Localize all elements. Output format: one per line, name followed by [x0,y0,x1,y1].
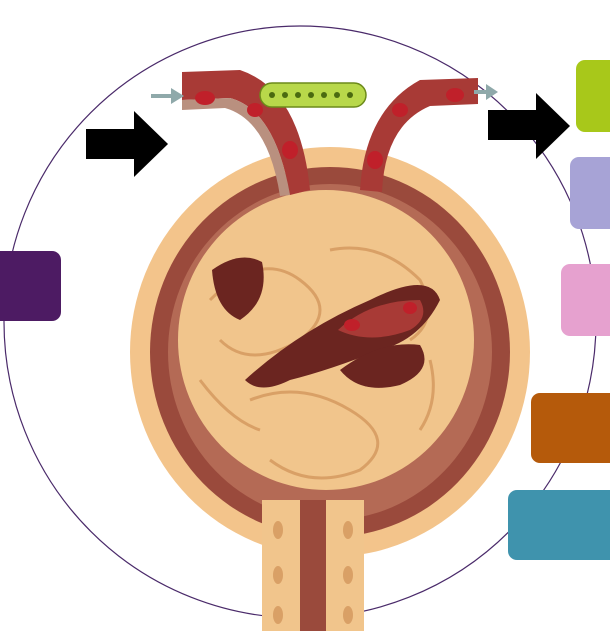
label-box-left [0,251,61,321]
label-box-brown [531,393,610,463]
label-box-lime [576,60,610,132]
blood-cell [367,151,383,169]
blood-cell [403,302,417,314]
blood-cell [247,103,263,117]
blood-cell [392,103,408,117]
flow-arrow-icon [151,88,184,104]
tubule-lumen [300,500,326,631]
blood-cell [344,319,360,331]
blood-cell [195,91,215,105]
right-arrow-icon [86,111,168,177]
label-box-pink [561,264,610,336]
blood-cell [282,141,298,159]
blood-cell [446,88,464,102]
right-arrow-icon [488,93,570,159]
label-box-teal [508,490,610,560]
label-box-lavender [570,157,610,229]
